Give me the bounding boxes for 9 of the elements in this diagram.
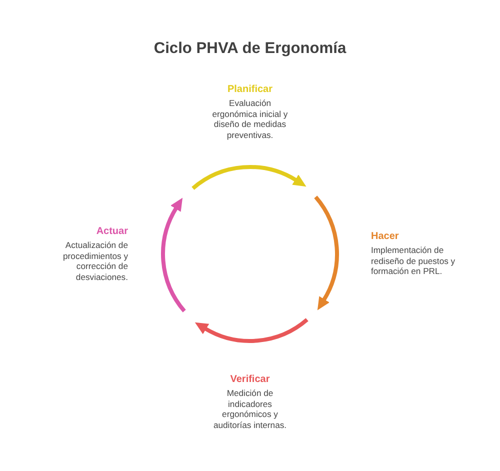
phase-description: Evaluación ergonómica inicial y diseño de medidas preventivas. (211, 98, 289, 140)
phase-description: Actualización de procedimientos y corrección de desviaciones. (62, 240, 128, 282)
phase-description: Implementación de rediseño de puestos y formación en PRL. (371, 245, 456, 276)
diagram-title: Ciclo PHVA de Ergonomía (154, 39, 346, 59)
phase-heading: Planificar (226, 84, 274, 96)
phase-heading: Hacer (371, 231, 400, 243)
phase-description: Medición de indicadores ergonómicos y auditorías internas. (212, 388, 288, 430)
phase-heading: Actuar (95, 226, 128, 238)
phase-heading: Verificar (229, 374, 271, 386)
